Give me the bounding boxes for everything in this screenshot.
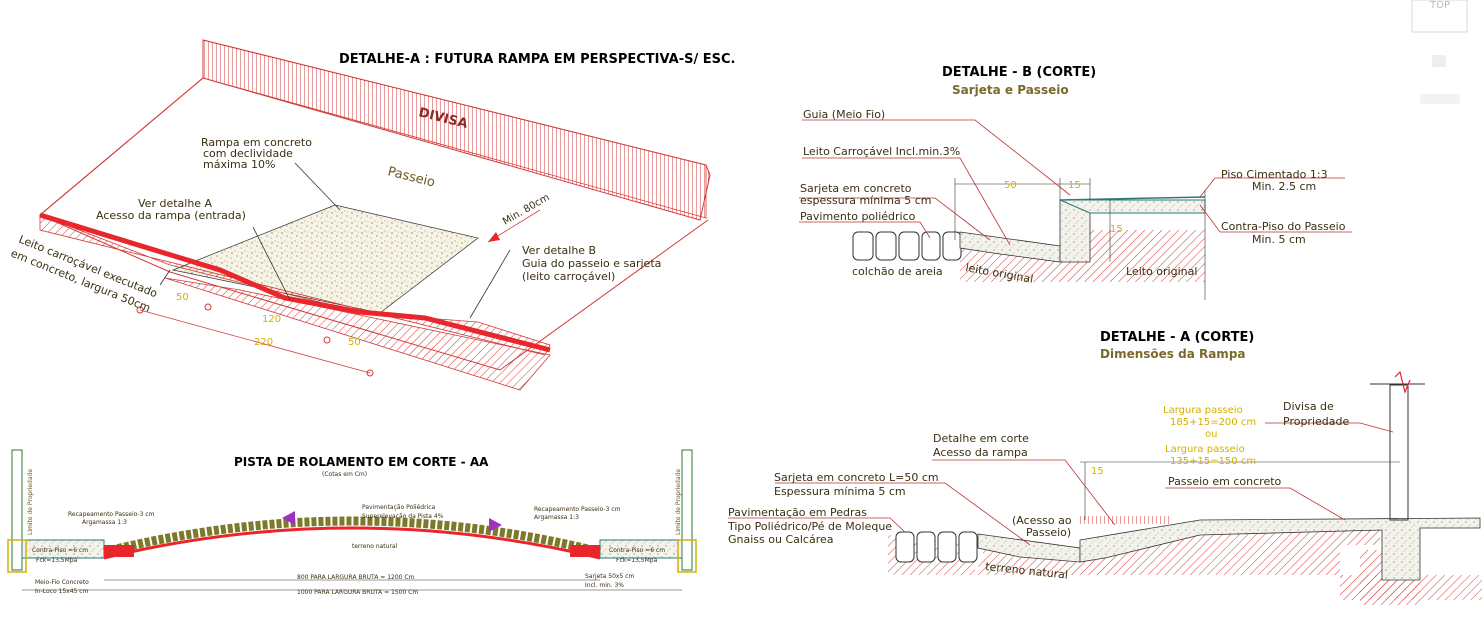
corte-a-pav-line3: Gnaiss ou Calcárea xyxy=(728,533,834,546)
perspective-panel: DETALHE-A : FUTURA RAMPA EM PERSPECTIVA-… xyxy=(9,39,736,391)
corte-a-panel: DETALHE - A (CORTE) Dimensões da Rampa 1… xyxy=(727,330,1482,605)
corte-b-dim-15b: 15 xyxy=(1110,224,1123,235)
rampa-note-line1: Rampa em concreto xyxy=(201,136,312,149)
pista-terreno: terreno natural xyxy=(352,543,398,550)
corte-b-colchao-label: colchão de areia xyxy=(852,265,943,278)
corte-b-dim-15a: 15 xyxy=(1068,180,1081,191)
corte-a-divisa-line1: Divisa de xyxy=(1283,400,1334,413)
corte-b-sarjeta-line1: Sarjeta em concreto xyxy=(800,182,912,195)
corte-b-leito-label: Leito Carroçável Incl.min.3% xyxy=(803,145,960,158)
corte-a-dim-15: 15 xyxy=(1091,466,1104,477)
rampa-note-line3: máxima 10% xyxy=(203,158,275,171)
corte-a-sarjeta-line2: Espessura mínima 5 cm xyxy=(774,485,906,498)
pista-arrow-right-icon xyxy=(489,518,502,532)
pista-sarjeta-1: Sarjeta 50x5 cm xyxy=(585,573,634,580)
passeio-label: Passeio xyxy=(386,164,437,190)
perspective-dim-4: 50 xyxy=(348,337,361,348)
corte-b-contra-line2: Min. 5 cm xyxy=(1252,233,1306,246)
pista-left-label-3: Contra-Piso =6 cm xyxy=(32,547,88,554)
corte-b-contra-line1: Contra-Piso do Passeio xyxy=(1221,220,1346,233)
corte-a-pav-line2: Tipo Poliédrico/Pé de Moleque xyxy=(727,520,892,533)
corte-a-title: DETALHE - A (CORTE) xyxy=(1100,330,1254,345)
ver-detalhe-b-line2: Guia do passeio e sarjeta xyxy=(522,257,661,270)
pista-right-label-2: Argamassa 1:3 xyxy=(534,514,579,521)
pista-left-post xyxy=(11,449,23,571)
corte-b-panel: DETALHE - B (CORTE) Sarjeta e Passeio 50… xyxy=(799,65,1352,300)
pista-panel: PISTA DE ROLAMENTO EM CORTE - AA (Cotas … xyxy=(7,449,697,596)
pista-title: PISTA DE ROLAMENTO EM CORTE - AA xyxy=(234,455,489,469)
pista-right-label-3: Contra-Piso =6 cm xyxy=(609,547,665,554)
corte-a-divisa-line2: Propriedade xyxy=(1283,415,1349,428)
guia-red-line xyxy=(39,212,551,353)
perspective-dim-2: 120 xyxy=(262,314,281,325)
corte-a-ou: ou xyxy=(1205,429,1217,440)
min-80-label: Min. 80cm xyxy=(501,192,552,228)
pista-dim-1000: 1000 PARA LARGURA BRUTA = 1500 Cm xyxy=(297,589,418,596)
ver-detalhe-b-line1: Ver detalhe B xyxy=(522,244,596,257)
corte-a-passeio-label: Passeio em concreto xyxy=(1168,475,1282,488)
corte-a-largura1-line1: Largura passeio xyxy=(1163,405,1243,416)
corte-a-ground xyxy=(888,530,1482,600)
corte-a-pav-line1: Pavimentação em Pedras xyxy=(728,506,867,519)
pista-right-label-4: Fck=13,5Mpa xyxy=(616,557,658,564)
corte-a-largura2-line2: 135+15=150 cm xyxy=(1170,456,1256,467)
pista-center-label-1: Pavimentação Poliédrica xyxy=(362,504,436,511)
corte-a-pavers xyxy=(895,531,978,563)
corte-a-acesso-line2: Passeio) xyxy=(1026,526,1071,539)
pista-right-label-1: Recapeamento Passeio-3 cm xyxy=(534,506,621,513)
perspective-dim-3: 220 xyxy=(254,337,273,348)
corte-b-sarjeta xyxy=(959,231,1061,263)
viewcube-widget[interactable]: TOP xyxy=(1411,0,1468,104)
ver-detalhe-a-line1: Ver detalhe A xyxy=(138,197,213,210)
corte-b-piso-line2: Min. 2.5 cm xyxy=(1252,180,1316,193)
pista-subtitle: (Cotas em Cm) xyxy=(322,471,367,478)
pista-meio-fio-2: In-Loco 15x45 cm xyxy=(35,588,89,595)
rampa-note-line2: com declividade xyxy=(203,147,293,160)
corte-a-largura1-line2: 185+15=200 cm xyxy=(1170,417,1256,428)
top-button-label[interactable]: TOP xyxy=(1429,0,1450,11)
corte-b-ground xyxy=(845,230,1205,282)
corte-b-sarjeta-line2: espessura mínima 5 cm xyxy=(800,194,931,207)
corte-b-pavers xyxy=(852,231,962,261)
corte-a-acesso-line1: (Acesso ao xyxy=(1012,514,1072,527)
pista-center-label-2: Superelevação da Pista 4% xyxy=(362,513,444,520)
pista-meio-fio-1: Meio-Fio Concreto xyxy=(35,579,89,586)
pista-limite-left: Limite de Propriedade xyxy=(27,469,34,535)
corte-a-largura2-line1: Largura passeio xyxy=(1165,444,1245,455)
pista-left-label-4: Fck=13,5Mpa xyxy=(36,557,78,564)
perspective-title: DETALHE-A : FUTURA RAMPA EM PERSPECTIVA-… xyxy=(339,52,736,67)
corte-a-passeio xyxy=(1079,517,1481,581)
corte-a-sarjeta-line1: Sarjeta em concreto L=50 cm xyxy=(774,471,939,484)
corte-b-leito-original-2: Leito original xyxy=(1126,265,1197,278)
ver-detalhe-b-line3: (leito carroçável) xyxy=(522,270,615,283)
pista-crown xyxy=(102,516,602,557)
pista-dim-800: 800 PARA LARGURA BRUTA = 1200 Cm xyxy=(297,574,415,581)
pista-left-label-2: Argamassa 1:3 xyxy=(82,519,127,526)
corte-b-pavimento-label: Pavimento poliédrico xyxy=(800,210,916,223)
pista-arrow-left-icon xyxy=(282,511,295,525)
corte-a-sarjeta xyxy=(977,533,1081,563)
viewcube-icon[interactable] xyxy=(1432,55,1446,67)
pista-limite-right: Limite de Propriedade xyxy=(675,469,682,535)
corte-b-title: DETALHE - B (CORTE) xyxy=(942,65,1096,80)
corte-a-divisa-wall xyxy=(1389,384,1409,521)
nav-bar-icon[interactable] xyxy=(1420,94,1460,104)
pista-right-post xyxy=(681,449,693,571)
corte-b-subtitle: Sarjeta e Passeio xyxy=(952,83,1069,97)
corte-b-guia-label: Guia (Meio Fio) xyxy=(803,108,885,121)
corte-a-detalhe-line1: Detalhe em corte xyxy=(933,432,1029,445)
corte-b-dim-50: 50 xyxy=(1004,180,1017,191)
pista-left-label-1: Recapeamento Passeio-3 cm xyxy=(68,511,155,518)
corte-b-piso-line1: Piso Cimentado 1:3 xyxy=(1221,168,1328,181)
ver-detalhe-a-line2: Acesso da rampa (entrada) xyxy=(96,209,246,222)
corte-a-subtitle: Dimensões da Rampa xyxy=(1100,347,1246,361)
perspective-dim-1: 50 xyxy=(176,292,189,303)
corte-a-detalhe-line2: Acesso da rampa xyxy=(933,446,1028,459)
pista-sarjeta-2: Incl. min. 3% xyxy=(585,582,624,589)
